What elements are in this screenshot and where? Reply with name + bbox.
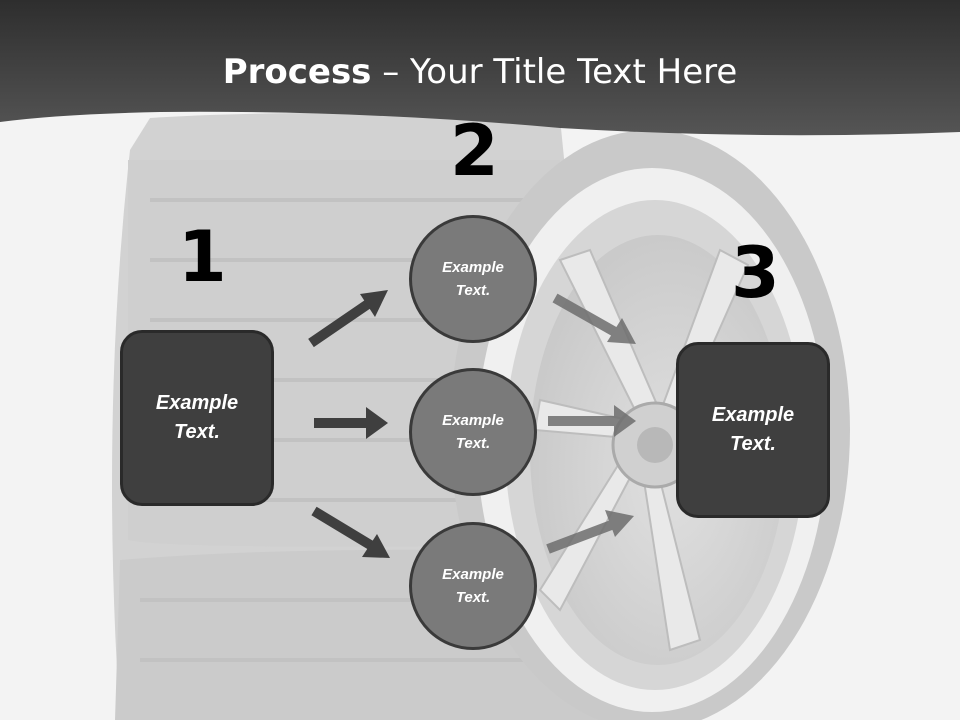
title-bold: Process [222,52,372,92]
step-number-3: 3 [731,232,780,314]
step-box-3-line2: Text. [730,433,776,455]
circle-top-line1: Example [442,259,504,276]
circle-bottom-line2: Text. [455,589,491,606]
circle-bottom-line1: Example [442,566,504,583]
circle-top-line2: Text. [455,282,491,299]
step-box-3-line1: Example [711,404,795,426]
step-number-2: 2 [450,110,499,192]
title-rest: – Your Title Text Here [371,52,738,92]
step-number-1: 1 [178,216,227,298]
slide-title: Process – Your Title Text Here [0,52,960,92]
step-box-1-line2: Text. [174,421,220,443]
circle-middle-line2: Text. [455,435,491,452]
step-box-1-line1: Example [155,392,239,414]
circle-middle-line1: Example [442,412,504,429]
